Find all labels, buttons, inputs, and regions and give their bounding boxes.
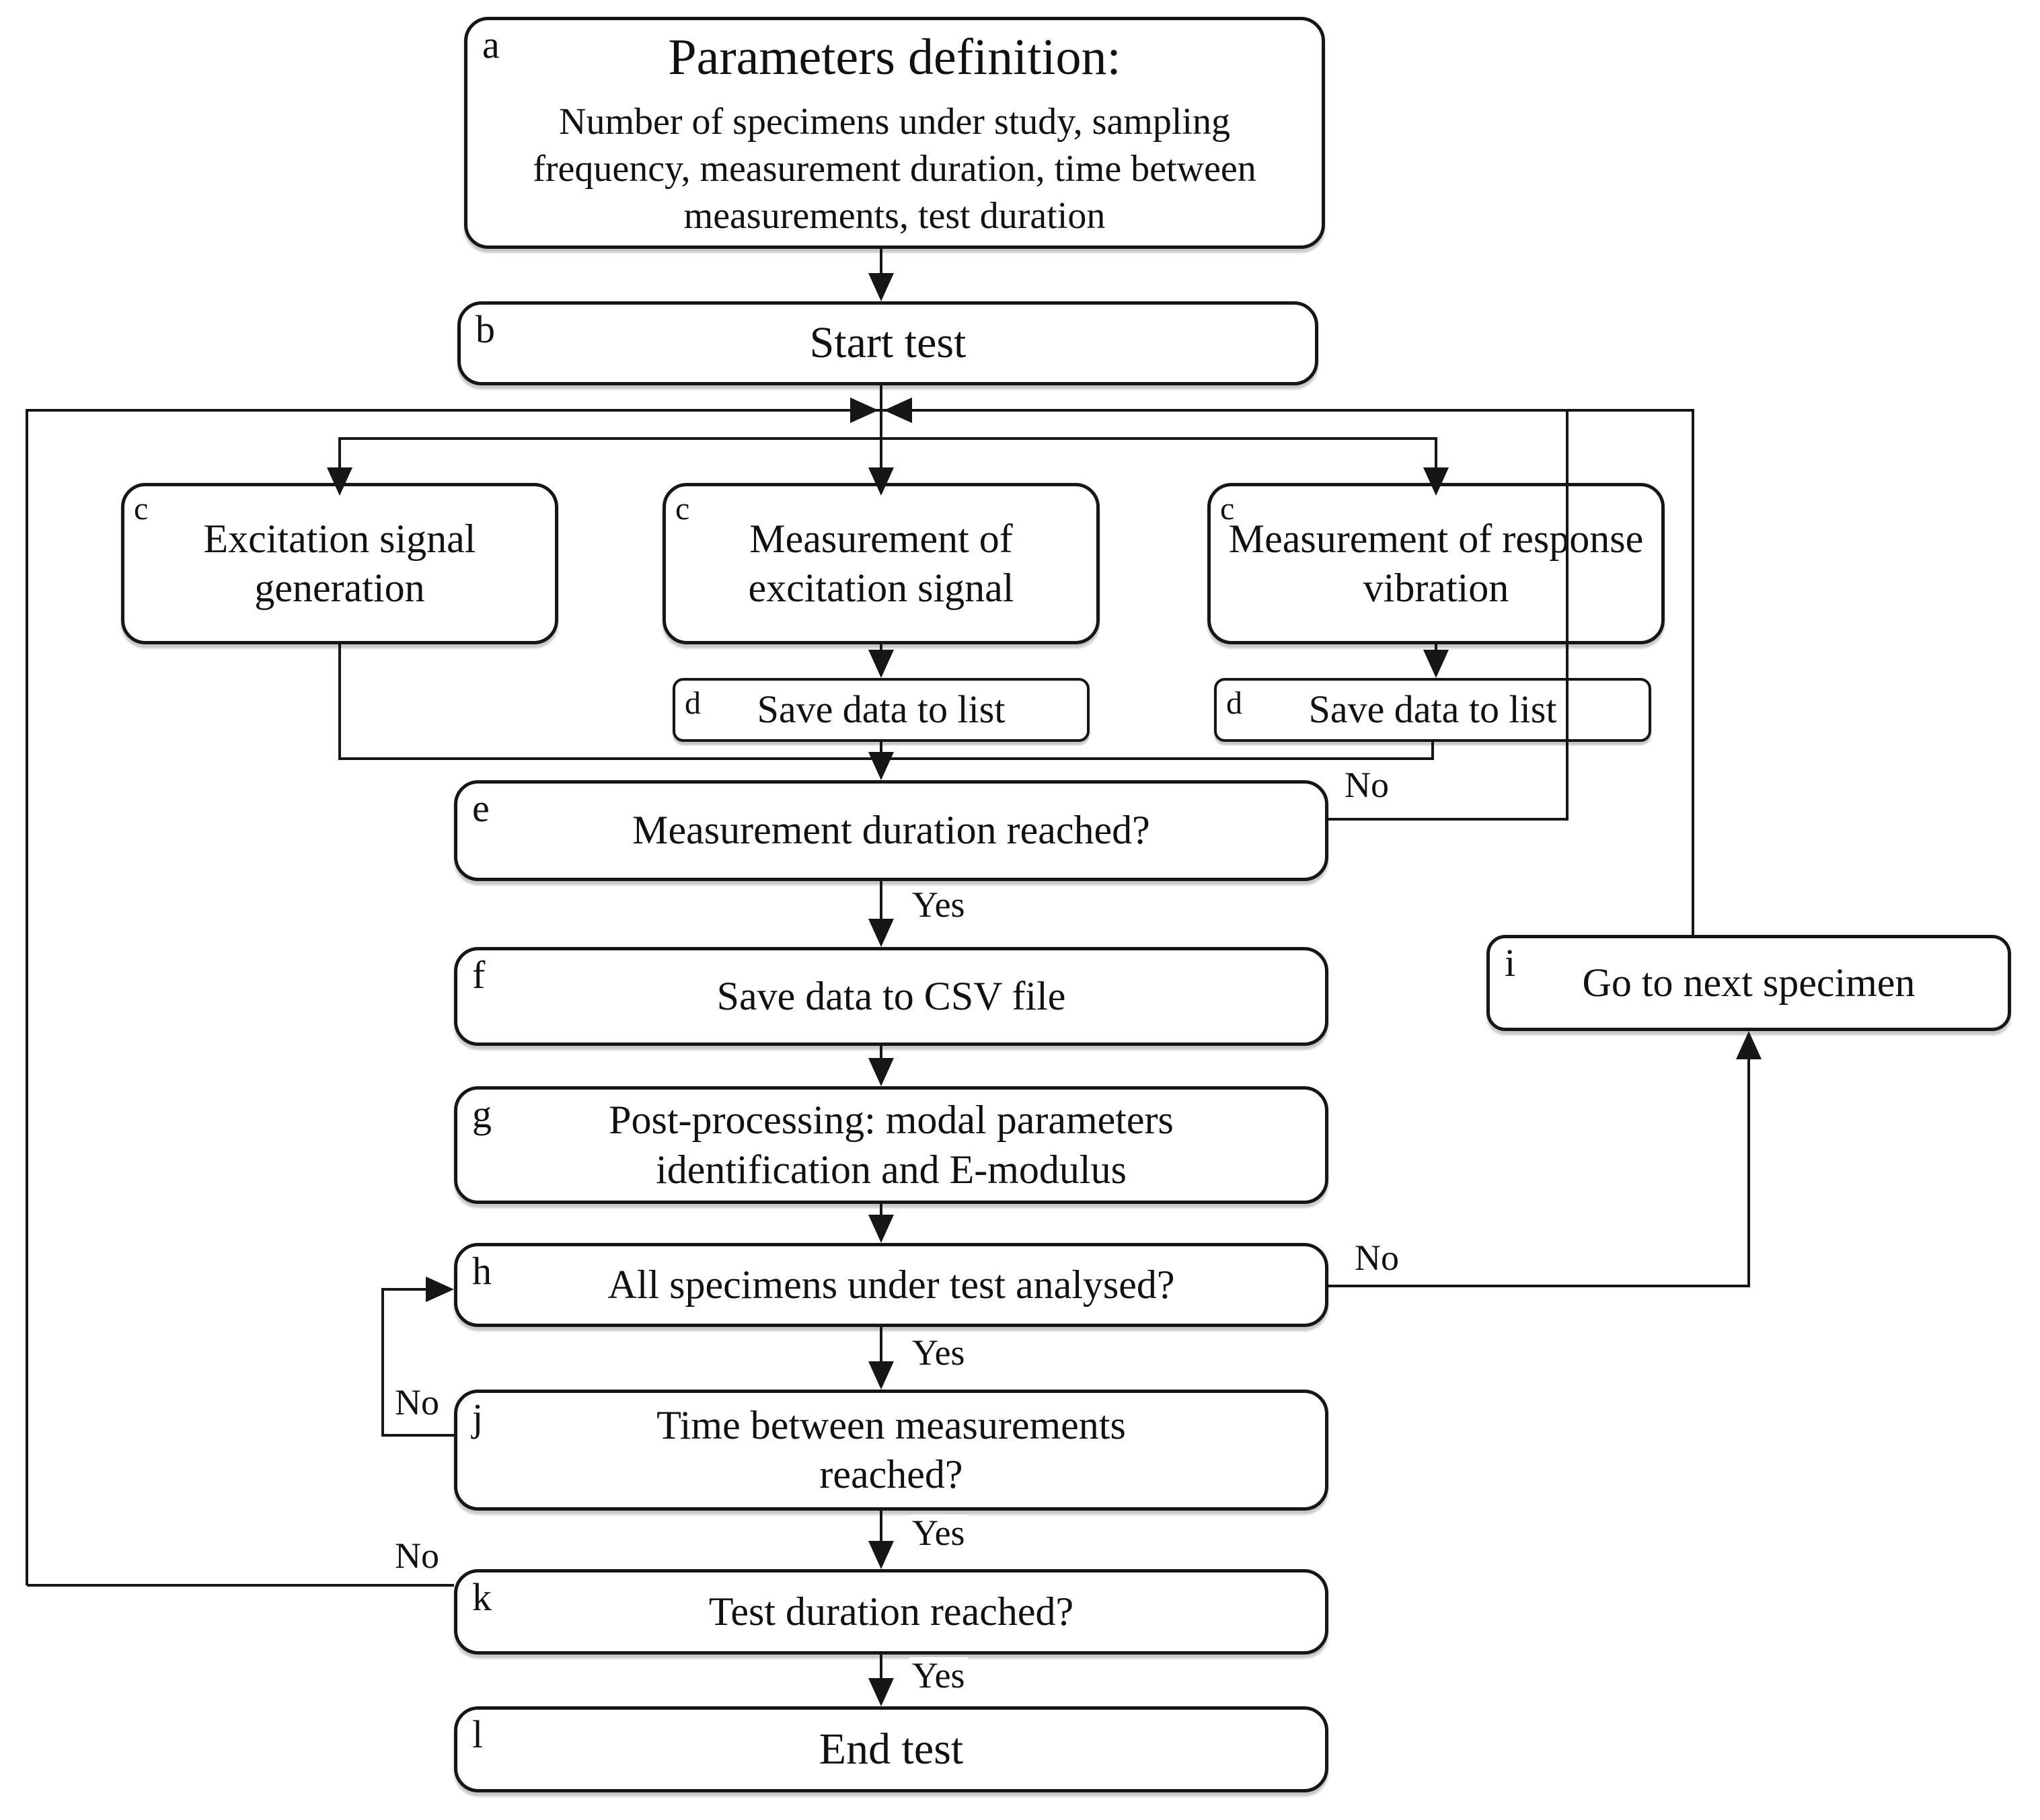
node-d1-save-data-to-list: d Save data to list — [673, 678, 1090, 742]
node-b-start-test: b Start test — [457, 301, 1318, 385]
node-k-text: Test duration reached? — [708, 1589, 1074, 1634]
node-c1-text: Excitation signal generation — [203, 516, 476, 610]
node-f-save-data-csv: f Save data to CSV file — [454, 947, 1328, 1046]
node-i-go-to-next-specimen: i Go to next specimen — [1486, 935, 2011, 1031]
edge-c1-merge-line — [338, 644, 341, 760]
label-k-no: No — [392, 1538, 442, 1574]
edge-h-no-vertical — [1747, 1058, 1750, 1287]
edge-branch-rail — [340, 437, 1437, 440]
edge-g-h-line — [880, 1204, 882, 1216]
edge-g-h-arrowhead — [868, 1215, 894, 1243]
edge-e-f-line — [880, 881, 882, 920]
edge-j-k-line — [880, 1511, 882, 1542]
edge-branch-c3-arrowhead — [1423, 467, 1449, 496]
edge-c3-d2-line — [1435, 644, 1437, 651]
edge-f-g-arrowhead — [868, 1058, 894, 1086]
edge-k-l-line — [880, 1655, 882, 1679]
node-d1-letter: d — [685, 685, 701, 721]
edge-merge-e-arrowhead — [868, 752, 894, 780]
edge-branch-c3-line — [1435, 437, 1437, 469]
edge-j-no-top-horizontal — [381, 1288, 427, 1291]
node-k-test-duration-reached: k Test duration reached? — [454, 1569, 1328, 1655]
node-h-letter: h — [472, 1249, 492, 1293]
node-a-parameters-definition: a Parameters definition: Number of speci… — [464, 17, 1325, 249]
node-l-text: End test — [819, 1724, 964, 1774]
node-d2-text: Save data to list — [1308, 687, 1557, 732]
node-c3-text: Measurement of response vibration — [1228, 516, 1644, 610]
node-e-letter: e — [472, 786, 490, 830]
edge-j-k-arrowhead — [868, 1541, 894, 1569]
edge-branch-c1-arrowhead — [327, 467, 352, 496]
edge-i-return-vertical — [1692, 410, 1694, 935]
edge-c2-d1-arrowhead — [868, 650, 894, 678]
node-g-letter: g — [472, 1092, 492, 1136]
edge-k-no-vertical — [26, 409, 28, 1585]
edge-j-no-arrowhead — [426, 1277, 454, 1302]
edge-b-c2-arrowhead — [868, 467, 894, 496]
edge-d2-merge-line — [1431, 742, 1434, 760]
edge-e-f-arrowhead — [868, 919, 894, 947]
node-f-letter: f — [472, 953, 486, 997]
edge-h-no-arrowhead — [1736, 1031, 1762, 1059]
edge-e-no-vertical — [1566, 410, 1569, 819]
node-c2-text: Measurement of excitation signal — [748, 516, 1014, 610]
label-h-no: No — [1352, 1240, 1402, 1276]
edge-e-no-horizontal — [1328, 818, 1569, 821]
node-f-text: Save data to CSV file — [716, 973, 1066, 1018]
node-a-letter: a — [482, 23, 500, 67]
node-c2-measurement-excitation-signal: c Measurement of excitation signal — [663, 483, 1100, 644]
node-c2-letter: c — [675, 491, 690, 527]
edge-c2-d1-line — [880, 644, 882, 651]
edge-j-no-vertical — [381, 1288, 384, 1435]
label-k-yes: Yes — [909, 1657, 968, 1694]
node-i-text: Go to next specimen — [1582, 960, 1916, 1005]
node-c3-letter: c — [1220, 491, 1235, 527]
node-c1-excitation-signal-generation: c Excitation signal generation — [121, 483, 558, 644]
edge-j-no-bottom-horizontal — [381, 1434, 455, 1437]
node-j-time-between-measurements: j Time between measurements reached? — [454, 1390, 1328, 1511]
node-b-text: Start test — [809, 318, 967, 368]
node-e-measurement-duration-reached: e Measurement duration reached? — [454, 780, 1328, 881]
edge-b-c2-line — [880, 385, 882, 469]
node-a-body: Number of specimens under study, samplin… — [533, 100, 1256, 237]
label-e-yes: Yes — [909, 886, 968, 923]
node-h-text: All specimens under test analysed? — [607, 1262, 1175, 1307]
label-j-yes: Yes — [909, 1515, 968, 1551]
node-d2-letter: d — [1226, 685, 1242, 721]
node-c1-letter: c — [134, 491, 149, 527]
edge-k-l-arrowhead — [868, 1678, 894, 1706]
edge-a-b-arrowhead — [868, 273, 894, 301]
node-g-text: Post-processing: modal parameters identi… — [609, 1098, 1174, 1192]
edge-k-no-horizontal — [27, 1584, 454, 1587]
edge-d2-merge-horizontal — [881, 757, 1433, 760]
node-i-letter: i — [1505, 941, 1516, 985]
node-d1-text: Save data to list — [757, 687, 1006, 732]
node-l-letter: l — [472, 1712, 484, 1756]
edge-h-no-horizontal — [1328, 1285, 1750, 1287]
label-e-no: No — [1342, 767, 1392, 803]
node-k-letter: k — [472, 1575, 492, 1619]
edge-f-g-line — [880, 1046, 882, 1059]
node-h-all-specimens-analysed: h All specimens under test analysed? — [454, 1243, 1328, 1327]
node-l-end-test: l End test — [454, 1706, 1328, 1792]
node-c3-measurement-response-vibration: c Measurement of response vibration — [1207, 483, 1665, 644]
edge-merge-e-line — [880, 742, 882, 753]
node-a-title: Parameters definition: — [668, 29, 1121, 86]
edge-a-b-line — [880, 249, 882, 274]
junction-arrowhead-from-left — [850, 397, 878, 423]
node-d2-save-data-to-list: d Save data to list — [1214, 678, 1651, 742]
node-j-letter: j — [472, 1396, 484, 1439]
label-h-yes: Yes — [909, 1334, 968, 1371]
label-j-no: No — [392, 1384, 442, 1420]
edge-h-j-line — [880, 1327, 882, 1363]
junction-arrowhead-from-right — [884, 397, 912, 423]
node-j-text: Time between measurements reached? — [656, 1402, 1126, 1496]
edge-branch-c1-line — [338, 437, 341, 469]
node-g-post-processing: g Post-processing: modal parameters iden… — [454, 1086, 1328, 1204]
edge-c3-d2-arrowhead — [1423, 650, 1449, 678]
node-b-letter: b — [476, 307, 495, 351]
edge-h-j-arrowhead — [868, 1361, 894, 1390]
node-e-text: Measurement duration reached? — [632, 808, 1150, 853]
edge-c1-merge-horizontal — [338, 757, 881, 760]
